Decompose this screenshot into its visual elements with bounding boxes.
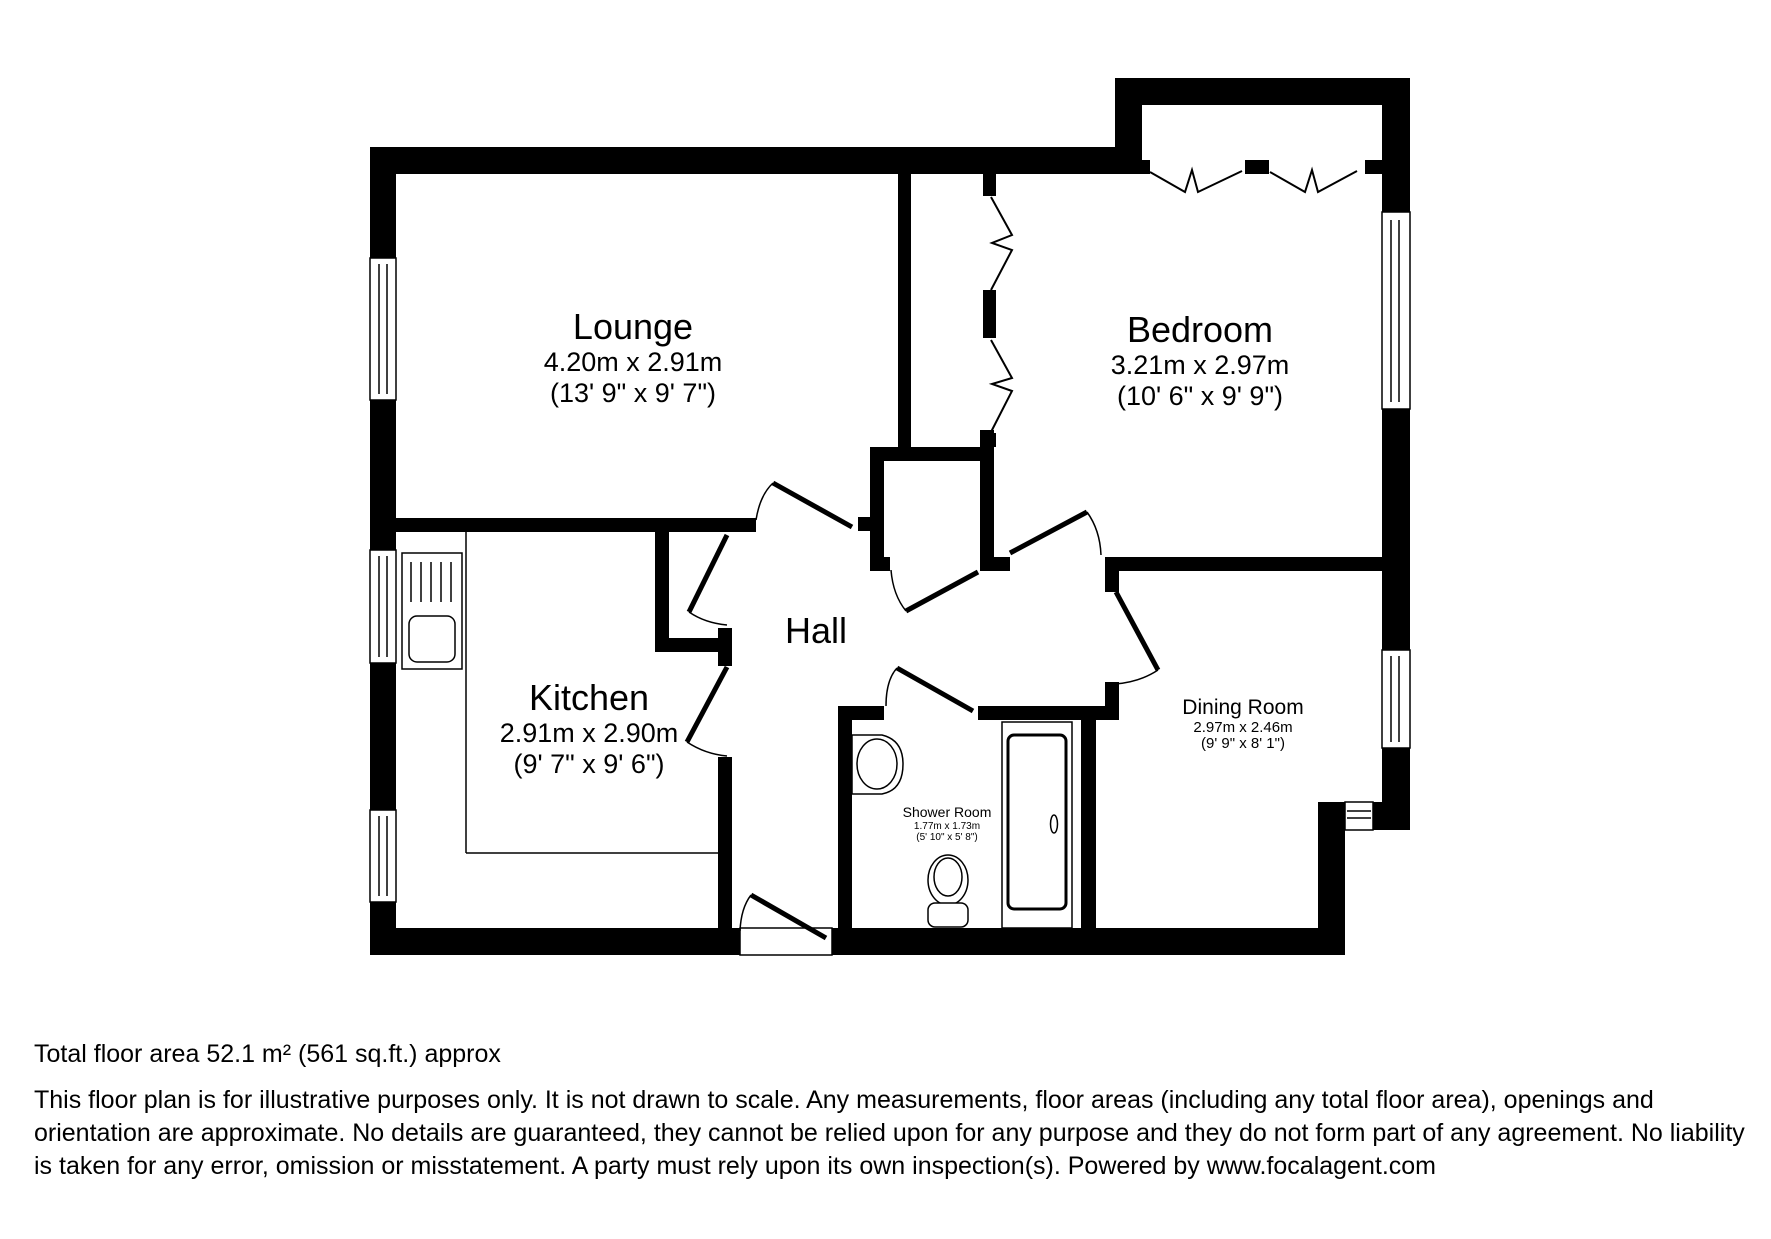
disclaimer: This floor plan is for illustrative purp…	[34, 1086, 1745, 1180]
door-closet	[686, 533, 730, 626]
window-dining	[1381, 649, 1411, 749]
window-bedroom	[1381, 211, 1411, 410]
room-label-lounge: Lounge 4.20m x 2.91m (13' 9" x 9' 7")	[543, 306, 723, 408]
room-label-shower: Shower Room 1.77m x 1.73m (5' 10" x 5' 8…	[902, 804, 992, 843]
room-label-bedroom: Bedroom 3.21m x 2.97m (10' 6" x 9' 9")	[1110, 309, 1290, 411]
vent-dining	[1344, 801, 1374, 831]
room-imperial: (13' 9" x 9' 7")	[549, 377, 717, 408]
walls	[370, 78, 1410, 955]
wardrobe-doors-left	[988, 196, 1014, 433]
room-name: Lounge	[572, 306, 694, 347]
room-imperial: (10' 6" x 9' 9")	[1116, 380, 1284, 411]
room-name: Bedroom	[1126, 309, 1274, 350]
room-metric: 4.20m x 2.91m	[543, 347, 723, 378]
window-kitchen-upper	[369, 549, 397, 664]
window-lounge	[369, 257, 397, 401]
sink-icon	[401, 552, 463, 670]
door-shower	[885, 665, 975, 714]
room-name: Dining Room	[1182, 696, 1304, 719]
room-label-dining: Dining Room 2.97m x 2.46m (9' 9" x 8' 1"…	[1182, 696, 1303, 753]
room-imperial: (5' 10" x 5' 8")	[916, 831, 978, 843]
room-imperial: (9' 9" x 8' 1")	[1201, 735, 1285, 753]
basin-icon	[851, 734, 904, 795]
room-name: Hall	[784, 610, 848, 651]
toilet-icon	[927, 854, 969, 928]
doors	[684, 166, 1358, 956]
wardrobe-doors-top	[1149, 166, 1358, 194]
room-imperial: (9' 7" x 9' 6")	[513, 748, 665, 779]
footer: Total floor area 52.1 m² (561 sq.ft.) ap…	[34, 1038, 1754, 1183]
door-cupboard	[890, 569, 980, 614]
room-label-kitchen: Kitchen 2.91m x 2.90m (9' 7" x 9' 6")	[499, 677, 679, 779]
worktop-kitchen	[465, 532, 718, 854]
total-floor-area: Total floor area 52.1 m² (561 sq.ft.) ap…	[34, 1040, 501, 1068]
room-name: Shower Room	[902, 804, 992, 820]
windows	[369, 211, 1411, 903]
door-lounge	[755, 480, 854, 530]
room-name: Kitchen	[528, 677, 650, 718]
door-dining	[1113, 590, 1161, 685]
window-kitchen-lower	[369, 809, 397, 903]
room-label-hall: Hall	[784, 610, 848, 651]
door-bedroom	[1008, 509, 1102, 556]
fixtures	[401, 532, 1073, 929]
floor-plan	[369, 78, 1411, 956]
room-metric: 2.91m x 2.90m	[499, 718, 679, 749]
room-metric: 1.77m x 1.73m	[913, 820, 981, 832]
door-kitchen	[684, 665, 730, 757]
door-front	[739, 892, 833, 956]
room-metric: 2.97m x 2.46m	[1193, 718, 1293, 736]
shower-tray-icon	[1001, 721, 1073, 929]
room-metric: 3.21m x 2.97m	[1110, 350, 1290, 381]
